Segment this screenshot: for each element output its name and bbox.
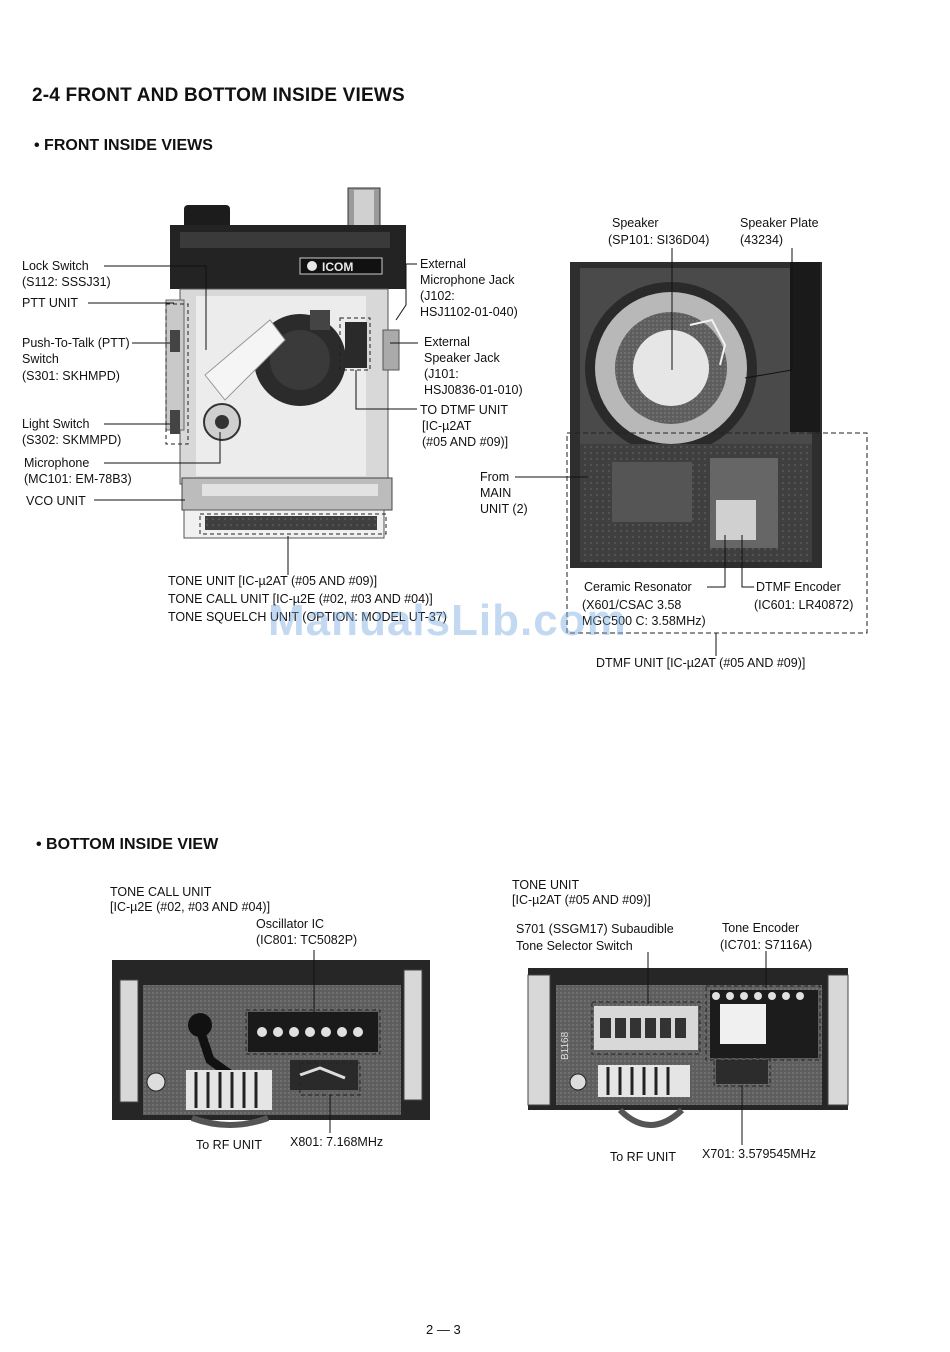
- oscillator-ic-part: (IC801: TC5082P): [256, 933, 358, 947]
- ext-speaker-label-4: HSJ0836-01-010): [424, 383, 523, 397]
- ext-mic-label-4: HSJ1102-01-040): [420, 305, 518, 319]
- from-main-label-3: UNIT (2): [480, 502, 528, 516]
- light-switch-label: Light Switch: [22, 417, 90, 431]
- bottom-view-heading: • BOTTOM INSIDE VIEW: [36, 836, 219, 853]
- front-left-photo: ICOM: [88, 187, 418, 575]
- section-title: 2-4 FRONT AND BOTTOM INSIDE VIEWS: [32, 85, 405, 106]
- ptt-part: (S301: SKHMPD): [22, 369, 120, 383]
- bottom-left-photo: [112, 950, 430, 1133]
- ext-mic-label-2: Microphone Jack: [420, 273, 515, 287]
- ext-speaker-label-3: (J101:: [424, 367, 459, 381]
- dtmf-encoder-part: (IC601: LR40872): [754, 598, 854, 612]
- ptt-unit-label: PTT UNIT: [22, 296, 79, 310]
- icom-logo: ICOM: [322, 260, 353, 274]
- tone-call-unit-label-bottom: TONE CALL UNIT: [110, 885, 212, 899]
- speaker-label: Speaker: [612, 216, 659, 230]
- to-rf-unit-left: To RF UNIT: [196, 1138, 262, 1152]
- oscillator-ic-label: Oscillator IC: [256, 917, 325, 931]
- s701-label-2: Tone Selector Switch: [516, 939, 633, 953]
- speaker-plate-part: (43234): [740, 233, 784, 247]
- dtmf-encoder-label: DTMF Encoder: [756, 580, 841, 594]
- light-switch-part: (S302: SKMMPD): [22, 433, 122, 447]
- x801-label: X801: 7.168MHz: [290, 1135, 384, 1149]
- tone-call-unit-part-bottom: [IC-µ2E (#02, #03 AND #04)]: [110, 900, 271, 914]
- tone-encoder-label: Tone Encoder: [722, 921, 800, 935]
- bottom-right-photo: B1168: [527, 951, 849, 1145]
- page-number: 2 — 3: [426, 1322, 461, 1337]
- to-dtmf-label-3: (#05 AND #09)]: [422, 435, 509, 449]
- microphone-label: Microphone: [24, 456, 90, 470]
- tone-call-unit-label: TONE CALL UNIT [IC-µ2E (#02, #03 AND #04…: [168, 592, 433, 606]
- front-views-heading: • FRONT INSIDE VIEWS: [34, 137, 213, 154]
- x701-label: X701: 3.579545MHz: [702, 1147, 816, 1161]
- tone-encoder-part: (IC701: S7116A): [720, 938, 813, 952]
- speaker-plate-label: Speaker Plate: [740, 216, 819, 230]
- tone-unit-label-bottom: TONE UNIT: [512, 878, 580, 892]
- to-rf-unit-right: To RF UNIT: [610, 1150, 676, 1164]
- ext-speaker-label-2: Speaker Jack: [424, 351, 500, 365]
- microphone-part: (MC101: EM-78B3): [24, 472, 132, 486]
- ext-mic-label-1: External: [420, 257, 466, 271]
- to-dtmf-label-2: [IC-µ2AT: [422, 419, 472, 433]
- from-main-label-1: From: [480, 470, 510, 484]
- ext-mic-label-3: (J102:: [420, 289, 455, 303]
- ceramic-resonator-label: Ceramic Resonator: [584, 580, 692, 594]
- tone-squelch-label: TONE SQUELCH UNIT (OPTION: MODEL UT-37): [168, 610, 447, 624]
- lock-switch-label: Lock Switch: [22, 259, 89, 273]
- watermark: ManualsLib.com: [268, 596, 627, 645]
- tone-unit-part-bottom: [IC-µ2AT (#05 AND #09)]: [512, 893, 651, 907]
- vco-unit-label: VCO UNIT: [26, 494, 86, 508]
- ext-speaker-label-1: External: [424, 335, 470, 349]
- s701-label-1: S701 (SSGM17) Subaudible: [516, 922, 674, 936]
- ceramic-resonator-part-2: MGC500 C: 3.58MHz): [582, 614, 706, 628]
- push-to-talk-label: Push-To-Talk (PTT): [22, 336, 130, 350]
- to-dtmf-label-1: TO DTMF UNIT: [420, 403, 508, 417]
- speaker-part: (SP101: SI36D04): [608, 233, 710, 247]
- lock-switch-part: (S112: SSSJ31): [22, 275, 111, 289]
- tone-unit-label: TONE UNIT [IC-µ2AT (#05 AND #09)]: [168, 574, 378, 588]
- dtmf-unit-label: DTMF UNIT [IC-µ2AT (#05 AND #09)]: [596, 656, 806, 670]
- ceramic-resonator-part-1: (X601/CSAC 3.58: [582, 598, 682, 612]
- front-right-photo: [515, 248, 868, 656]
- board-label: B1168: [560, 1031, 571, 1060]
- from-main-label-2: MAIN: [480, 486, 512, 500]
- switch-label: Switch: [22, 352, 59, 366]
